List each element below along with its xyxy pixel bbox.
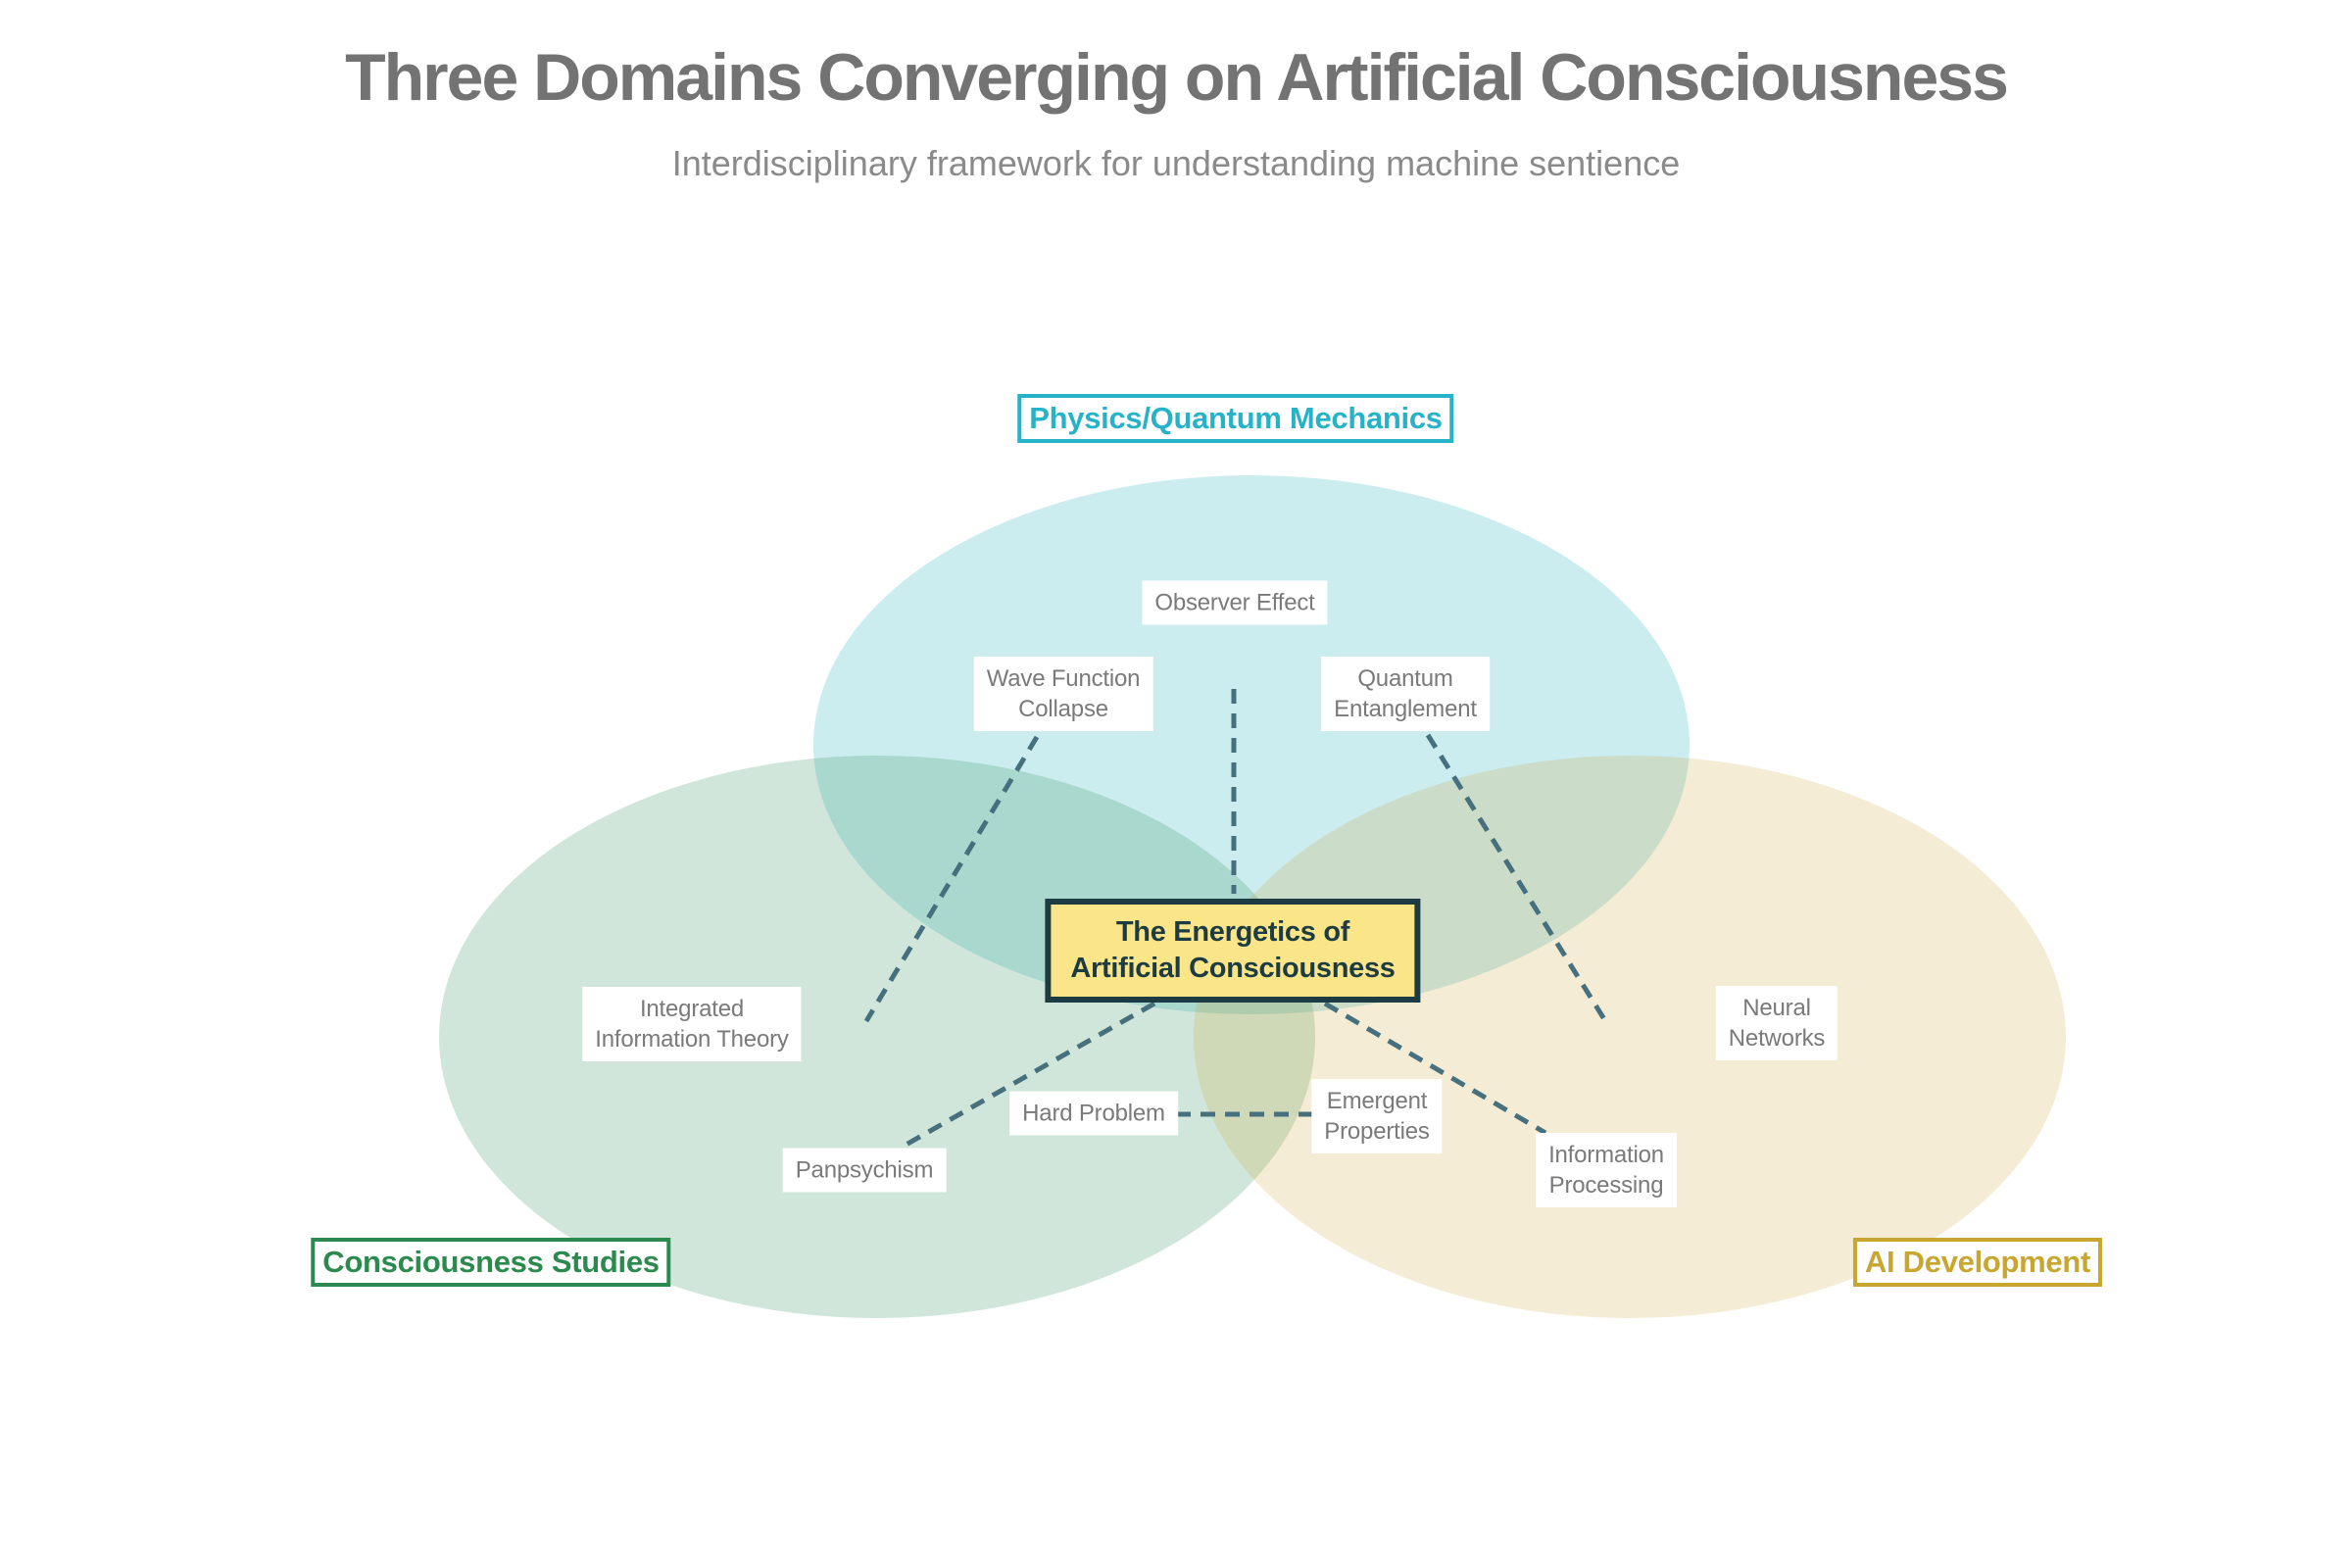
- domain-label-physics-quantum-mechanics: Physics/Quantum Mechanics: [1017, 394, 1454, 443]
- concept-integrated-information-theory: Integrated Information Theory: [582, 987, 802, 1061]
- ai-domain-ellipse: [1194, 756, 2066, 1318]
- concept-quantum-entanglement: Quantum Entanglement: [1321, 657, 1490, 731]
- concept-neural-networks: Neural Networks: [1715, 986, 1838, 1060]
- connector-center-to-information-processing: [1323, 1001, 1547, 1136]
- domain-label-ai-development: AI Development: [1852, 1238, 2103, 1287]
- center-thesis-box: The Energetics of Artificial Consciousne…: [1045, 899, 1421, 1003]
- concept-wave-function-collapse: Wave Function Collapse: [973, 657, 1153, 731]
- page-title: Three Domains Converging on Artificial C…: [345, 40, 2009, 115]
- concept-emergent-properties: Emergent Properties: [1311, 1079, 1443, 1153]
- concept-panpsychism: Panpsychism: [782, 1148, 947, 1193]
- concept-information-processing: Information Processing: [1536, 1133, 1677, 1207]
- connector-wave-function-to-iit: [863, 735, 1040, 1023]
- page-subtitle: Interdisciplinary framework for understa…: [671, 143, 1681, 183]
- concept-observer-effect: Observer Effect: [1142, 580, 1328, 625]
- connector-entanglement-to-neural-networks: [1425, 733, 1607, 1021]
- domain-label-consciousness-studies: Consciousness Studies: [311, 1238, 671, 1287]
- concept-hard-problem: Hard Problem: [1009, 1091, 1178, 1136]
